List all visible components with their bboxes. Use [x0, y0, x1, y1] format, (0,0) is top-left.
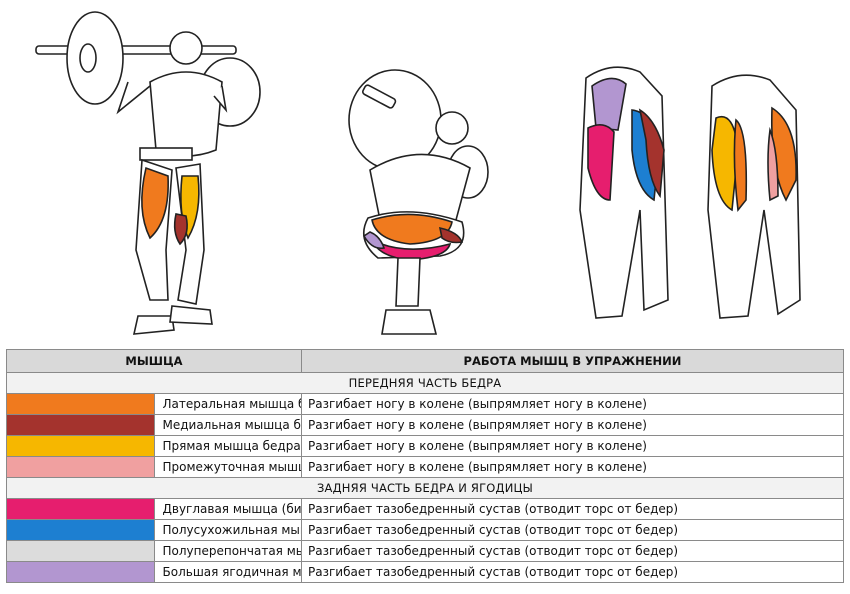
muscle-name: Полусухожильная мышца: [153, 519, 302, 541]
color-swatch: [6, 435, 155, 457]
muscle-name: Двуглавая мышца (бицепс бедра): [153, 498, 302, 520]
figure-standing-squat: [35, 11, 261, 335]
muscle-name: Большая ягодичная мышца: [153, 561, 302, 583]
color-swatch: [6, 456, 155, 478]
muscle-biceps-2: [370, 238, 452, 261]
header-action: РАБОТА МЫШЦ В УПРАЖНЕНИИ: [301, 349, 844, 373]
muscle-action: Разгибает ногу в колене (выпрямляет ногу…: [301, 435, 844, 457]
foot-2: [381, 309, 438, 335]
muscle-medial-1: [173, 213, 188, 246]
muscle-lateral-1: [141, 166, 169, 240]
muscle-action: Разгибает ногу в колене (выпрямляет ногу…: [301, 456, 844, 478]
table-header-row: МЫШЦА РАБОТА МЫШЦ В УПРАЖНЕНИИ: [6, 349, 844, 373]
muscle-action: Разгибает ногу в колене (выпрямляет ногу…: [301, 393, 844, 415]
barbell-bar: [35, 45, 237, 55]
muscle-rectus-3: [711, 115, 739, 212]
color-swatch: [6, 414, 155, 436]
header-muscle: МЫШЦА: [6, 349, 302, 373]
muscle-lateral-3: [733, 118, 748, 212]
muscle-gluteus-2: [362, 231, 386, 250]
muscle-action: Разгибает ногу в колене (выпрямляет ногу…: [301, 414, 844, 436]
muscle-medial-3: [638, 108, 665, 199]
section-row: ЗАДНЯЯ ЧАСТЬ БЕДРА И ЯГОДИЦЫ: [6, 477, 844, 499]
section-row: ПЕРЕДНЯЯ ЧАСТЬ БЕДРА: [6, 372, 844, 394]
color-swatch: [6, 540, 155, 562]
section-title: ПЕРЕДНЯЯ ЧАСТЬ БЕДРА: [6, 372, 844, 394]
color-swatch: [6, 519, 155, 541]
muscle-action: Разгибает тазобедренный сустав (отводит …: [301, 561, 844, 583]
torso-1: [149, 71, 223, 157]
exercise-illustrations: [35, 11, 801, 335]
shin-2: [395, 257, 421, 307]
belt-1: [139, 147, 193, 161]
muscle-action: Разгибает тазобедренный сустав (отводит …: [301, 540, 844, 562]
head-2: [435, 111, 469, 145]
torso-2: [369, 153, 471, 221]
muscle-name: Латеральная мышца бедра: [153, 393, 302, 415]
muscle-gluteus-3: [591, 77, 627, 131]
weight-plate-left-hub: [79, 43, 97, 73]
muscle-name: Промежуточная мышца бедра: [153, 456, 302, 478]
left-foot-1: [132, 315, 175, 335]
right-foot-1: [169, 305, 213, 325]
muscle-table: МЫШЦА РАБОТА МЫШЦ В УПРАЖНЕНИИ ПЕРЕДНЯЯ …: [6, 349, 844, 583]
muscle-biceps-3: [587, 124, 615, 201]
right-arm-1: [213, 85, 228, 113]
table-row: Двуглавая мышца (бицепс бедра)Разгибает …: [6, 498, 844, 520]
color-swatch: [6, 561, 155, 583]
section-title: ЗАДНЯЯ ЧАСТЬ БЕДРА И ЯГОДИЦЫ: [6, 477, 844, 499]
head-1: [169, 31, 203, 65]
left-arm-1: [116, 81, 151, 115]
color-swatch: [6, 393, 155, 415]
figure-deep-squat: [348, 69, 489, 335]
muscle-name: Полуперепончатая мышца: [153, 540, 302, 562]
muscle-intermediate-3: [767, 126, 779, 202]
figure-leg-anatomy: [579, 66, 801, 319]
muscle-name: Медиальная мышца бедра: [153, 414, 302, 436]
muscle-action: Разгибает тазобедренный сустав (отводит …: [301, 498, 844, 520]
color-swatch: [6, 498, 155, 520]
muscle-action: Разгибает тазобедренный сустав (отводит …: [301, 519, 844, 541]
muscle-medial-2: [438, 226, 464, 244]
barbell-end: [362, 84, 397, 109]
muscle-name: Прямая мышца бедра: [153, 435, 302, 457]
